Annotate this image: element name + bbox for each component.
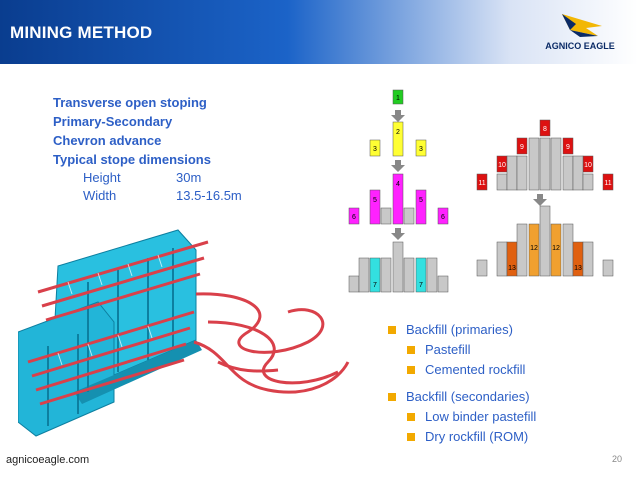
stope-label: 3 bbox=[419, 146, 423, 153]
arrow-down-icon bbox=[391, 110, 405, 122]
dimension-row: Height 30m bbox=[83, 169, 242, 187]
stope-cell bbox=[392, 89, 404, 105]
stope-label: 10 bbox=[498, 162, 506, 169]
stope-label: 7 bbox=[373, 282, 377, 289]
eagle-icon bbox=[562, 14, 602, 37]
list-item: Backfill (secondaries) bbox=[388, 387, 536, 407]
list-item-label: Cemented rockfill bbox=[425, 362, 526, 377]
stope-label: 13 bbox=[508, 265, 516, 272]
list-item: Low binder pastefill bbox=[388, 407, 536, 427]
stope-label: 7 bbox=[419, 282, 423, 289]
stope-label: 2 bbox=[396, 129, 400, 136]
stope-cell bbox=[369, 189, 381, 225]
stope-cell bbox=[415, 257, 427, 293]
backfill-list: Backfill (primaries) Pastefill Cemented … bbox=[388, 320, 536, 447]
dimensions-table: Height 30m Width 13.5-16.5m bbox=[83, 169, 242, 205]
stope-cell bbox=[415, 139, 427, 157]
stope-label: 6 bbox=[352, 214, 356, 221]
drift-network bbox=[27, 240, 350, 406]
mine-3d-render bbox=[18, 229, 350, 437]
list-item-label: Dry rockfill (ROM) bbox=[425, 429, 529, 444]
page-number: 20 bbox=[612, 454, 623, 464]
stope-cell bbox=[528, 223, 540, 277]
method-item: Transverse open stoping bbox=[53, 95, 207, 110]
bullet-square-icon bbox=[407, 433, 415, 441]
arrow-down-icon bbox=[391, 228, 405, 240]
stope-label: 5 bbox=[373, 197, 377, 204]
bullet-square-icon bbox=[388, 326, 396, 334]
stope-label: 9 bbox=[566, 144, 570, 151]
stope-label: 12 bbox=[530, 245, 538, 252]
stope-cell bbox=[516, 137, 528, 155]
stope-label: 9 bbox=[520, 144, 524, 151]
stope-label: 1 bbox=[396, 95, 400, 102]
list-item-label: Pastefill bbox=[425, 342, 471, 357]
arrow-down-icon bbox=[533, 194, 547, 206]
method-item: Chevron advance bbox=[53, 133, 162, 148]
page-title: MINING METHOD bbox=[10, 23, 153, 42]
stope-label: 4 bbox=[396, 181, 400, 188]
stope-cell bbox=[476, 173, 488, 191]
header-bar: MINING METHOD AGNICO EAGLE bbox=[0, 0, 638, 64]
arrow-down-icon bbox=[391, 160, 405, 172]
stope-cell bbox=[602, 173, 614, 191]
stope-cell bbox=[415, 189, 427, 225]
dimension-value: 30m bbox=[176, 170, 202, 185]
stope-sequence-diagram: 1 3 2 3 6 5 4 5 6 7 7 8 bbox=[348, 89, 614, 293]
footer-website: agnicoeagle.com bbox=[6, 454, 90, 466]
dimension-label: Width bbox=[83, 188, 117, 203]
method-item: Primary-Secondary bbox=[53, 114, 173, 129]
stope-label: 6 bbox=[441, 214, 445, 221]
stope-cell bbox=[539, 119, 551, 137]
stope-cell bbox=[348, 207, 360, 225]
list-item: Dry rockfill (ROM) bbox=[388, 427, 536, 447]
list-item: Backfill (primaries) bbox=[388, 320, 536, 340]
bullet-square-icon bbox=[388, 393, 396, 401]
list-item: Cemented rockfill bbox=[388, 360, 536, 380]
dimension-label: Height bbox=[83, 170, 121, 185]
bullet-square-icon bbox=[407, 366, 415, 374]
stope-label: 8 bbox=[543, 126, 547, 133]
stope-label: 11 bbox=[604, 180, 611, 187]
stope-label: 11 bbox=[478, 180, 485, 187]
logo-text: AGNICO EAGLE bbox=[545, 41, 615, 51]
stope-cell bbox=[550, 223, 562, 277]
drift-ticks bbox=[57, 254, 163, 366]
stope-cell bbox=[392, 121, 404, 157]
list-item: Pastefill bbox=[388, 340, 536, 360]
stope-label: 12 bbox=[552, 245, 560, 252]
stope-label: 5 bbox=[419, 197, 423, 204]
method-item: Typical stope dimensions bbox=[53, 152, 211, 167]
list-item-label: Low binder pastefill bbox=[425, 409, 537, 424]
dimension-value: 13.5-16.5m bbox=[176, 188, 242, 203]
stope-label: 3 bbox=[373, 146, 377, 153]
stope-label: 13 bbox=[574, 265, 582, 272]
method-list: Transverse open stoping Primary-Secondar… bbox=[53, 93, 211, 169]
backfill-primaries-label: Backfill (primaries) bbox=[406, 322, 513, 337]
company-logo: AGNICO EAGLE bbox=[540, 8, 620, 58]
stope-cell bbox=[562, 137, 574, 155]
stope-cell bbox=[369, 257, 381, 293]
bullet-square-icon bbox=[407, 346, 415, 354]
stope-cell bbox=[392, 173, 404, 225]
bullet-square-icon bbox=[407, 413, 415, 421]
stope-label: 10 bbox=[584, 162, 592, 169]
dimension-row: Width 13.5-16.5m bbox=[83, 187, 242, 205]
stope-cell bbox=[437, 207, 449, 225]
stope-cell bbox=[369, 139, 381, 157]
backfill-secondaries-label: Backfill (secondaries) bbox=[406, 389, 530, 404]
